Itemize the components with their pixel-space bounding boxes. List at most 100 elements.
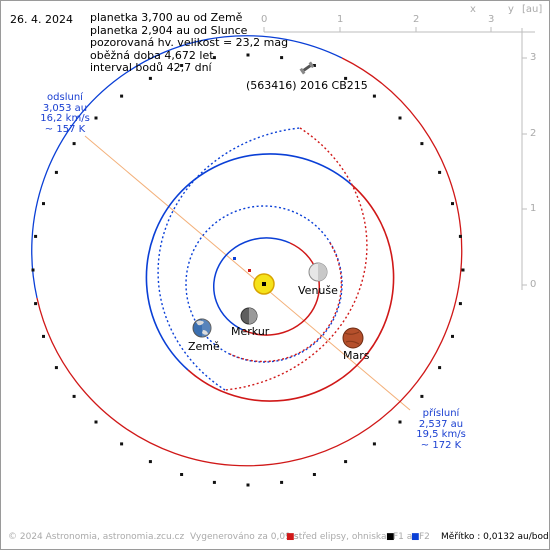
orbit-position-dot	[280, 480, 284, 484]
aphelion-temperature: ~ 157 K	[44, 123, 86, 135]
orbit-position-dot	[180, 473, 184, 476]
aphelion-title: odsluní	[47, 92, 83, 103]
perihelion-distance: 2,537 au	[418, 418, 464, 430]
perihelion-label: přísluní 2,537 au 19,5 km/s ~ 172 K	[412, 408, 470, 451]
mars-orbit-blue	[157, 127, 301, 391]
orbit-position-dot	[246, 53, 250, 57]
earth-orbit-red	[187, 184, 395, 402]
orbit-position-dot	[312, 473, 316, 476]
orbit-position-dot	[461, 268, 465, 272]
asteroid-icon	[299, 61, 315, 75]
orbit-position-dot	[438, 170, 442, 174]
object-name: (563416) 2016 CB215	[246, 79, 368, 92]
y-tick-0: 0	[530, 279, 537, 290]
orbit-position-dot	[246, 483, 250, 487]
legend-f1-label: F1 a	[393, 532, 413, 542]
orbit-position-dot	[420, 394, 424, 398]
orbit-position-dot	[458, 234, 462, 238]
earth-icon	[192, 318, 212, 338]
y-tick-3: 3	[530, 52, 537, 63]
orbit-position-dot	[120, 442, 124, 446]
perihelion-temperature: ~ 172 K	[420, 439, 462, 451]
orbit-position-dot	[54, 170, 58, 174]
orbit-position-dot	[280, 56, 284, 60]
focus-f1-marker	[262, 282, 266, 286]
axis-unit: [au]	[522, 4, 543, 15]
orbit-position-dot	[42, 334, 45, 338]
orbit-position-dot	[458, 302, 462, 306]
earth-orbit-blue	[145, 153, 353, 371]
orbit-position-dot	[312, 64, 316, 67]
asteroid-info-block: planetka 3,700 au od Země planetka 2,904…	[90, 11, 289, 75]
y-tick-2: 2	[530, 128, 537, 139]
orbit-position-dot	[180, 64, 184, 67]
x-scale-axis	[263, 27, 535, 33]
orbit-position-dot	[54, 366, 58, 370]
venus-orbit	[185, 205, 343, 363]
mars-icon	[342, 327, 364, 349]
orbit-position-dot	[451, 202, 454, 206]
asteroid-orbit-below-ecliptic	[36, 57, 463, 467]
orbit-position-dot	[344, 76, 348, 80]
scale-label: Měřítko : 0,0132 au/bod	[441, 532, 549, 542]
orbit-position-dot	[398, 420, 402, 424]
asteroid-orbit-above-ecliptic	[31, 35, 343, 299]
info-point-interval: interval bodů 42,7 dní	[90, 61, 212, 75]
perihelion-title: přísluní	[422, 408, 460, 419]
date-label: 26. 4. 2024	[10, 13, 73, 26]
legend-f2-marker: ■	[411, 532, 420, 542]
ellipse-center-marker	[248, 269, 251, 272]
aphelion-distance: 3,053 au	[42, 102, 88, 114]
legend-f1-marker: ■	[386, 532, 395, 542]
venus-icon	[308, 262, 328, 282]
x-tick-0: 0	[261, 14, 268, 25]
y-axis-letter: y	[508, 4, 514, 15]
orbit-position-dot	[372, 442, 376, 446]
x-tick-3: 3	[488, 14, 495, 25]
mercury-icon	[240, 307, 258, 325]
aphelion-speed: 16,2 km/s	[40, 113, 90, 125]
generated-time: Vygenerováno za 0,09 s	[190, 532, 299, 542]
orbit-position-dot	[94, 420, 98, 424]
orbit-position-dot	[72, 142, 76, 146]
orbit-position-dot	[94, 116, 98, 120]
info-magnitude: pozorovaná hv. velikost = 23,2 mag	[90, 36, 289, 50]
mars-orbit-red	[224, 127, 368, 391]
y-tick-1: 1	[530, 203, 537, 214]
perihelion-speed: 19,5 km/s	[416, 429, 466, 441]
orbit-position-dot	[34, 302, 38, 306]
venus-orbit-red	[229, 242, 343, 363]
x-tick-1: 1	[337, 14, 344, 25]
orbit-position-dot	[438, 366, 442, 370]
earth-label: Země	[188, 340, 220, 353]
orbit-position-dot	[372, 94, 376, 98]
orbit-position-dot	[42, 202, 45, 206]
info-period: oběžná doba 4,672 let	[90, 48, 214, 62]
orbit-position-dot	[34, 234, 38, 238]
mercury-orbit-blue	[212, 237, 291, 331]
venus-label: Venuše	[298, 284, 338, 297]
info-distance-earth: planetka 3,700 au od Země	[90, 11, 243, 24]
orbit-position-dot	[420, 142, 424, 146]
copyright-link[interactable]: © 2024 Astronomia, astronomia.zcu.cz	[8, 532, 185, 542]
x-tick-2: 2	[413, 14, 420, 25]
orbit-position-dot	[344, 460, 348, 464]
aphelion-label: odsluní 3,053 au 16,2 km/s ~ 157 K	[36, 92, 94, 135]
legend-center-marker: ■	[286, 532, 295, 542]
orbit-position-dot	[148, 76, 152, 80]
mercury-orbit-red	[242, 242, 321, 336]
x-axis-letter: x	[470, 4, 476, 15]
orbit-position-dot	[398, 116, 402, 120]
orbit-position-dot	[120, 94, 124, 98]
apsis-line	[84, 135, 411, 411]
asteroid-position-markers	[31, 53, 465, 487]
focus-f2-marker	[233, 257, 236, 260]
info-distance-sun: planetka 2,904 au od Slunce	[90, 23, 248, 37]
orbit-position-dot	[212, 480, 216, 484]
orbit-position-dot	[72, 394, 76, 398]
orbit-position-dot	[31, 268, 35, 272]
orbit-position-dot	[212, 56, 216, 60]
mercury-label: Merkur	[231, 325, 270, 338]
orbit-position-dot	[451, 334, 454, 338]
